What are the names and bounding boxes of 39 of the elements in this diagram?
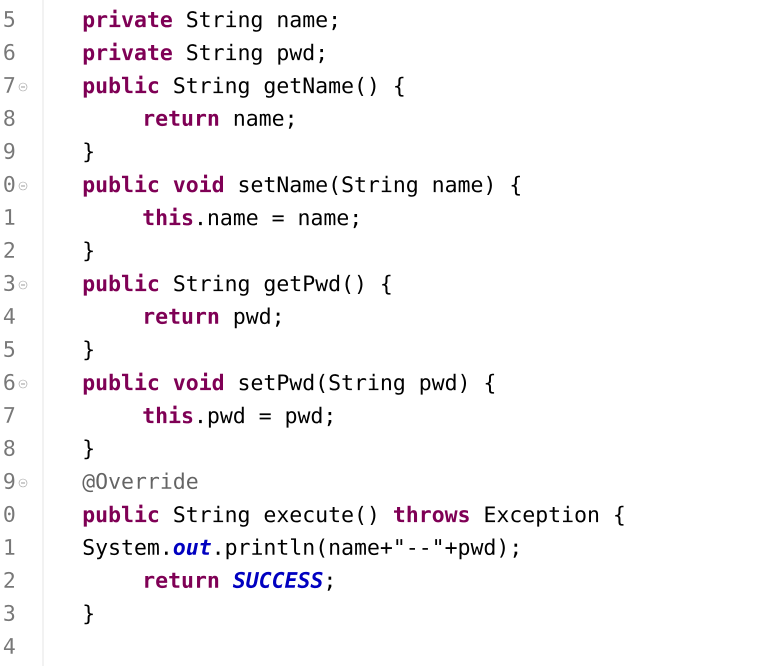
- line-number: 7: [4, 407, 14, 423]
- line-number: 4: [4, 308, 15, 324]
- line-number: 8: [4, 110, 14, 126]
- code-line: public void setName(String name) {: [84, 174, 520, 197]
- line-number: 9: [4, 472, 14, 490]
- line-number: 2: [4, 572, 14, 588]
- code-line: public String execute() throws Exception {: [84, 504, 624, 527]
- line-number: 8: [4, 440, 14, 456]
- line-number: 0: [4, 176, 14, 192]
- code-line: }: [84, 439, 93, 460]
- code-line: public String getName() {: [84, 76, 404, 98]
- code-line: }: [84, 142, 93, 162]
- line-number: 3: [4, 274, 14, 292]
- line-number: 9: [4, 142, 14, 160]
- line-number: 6: [4, 374, 14, 390]
- line-number: 0: [4, 506, 14, 522]
- code-line: return name;: [145, 110, 292, 129]
- code-line: System.out.println(name+"--"+pwd);: [84, 538, 518, 560]
- line-number: 1: [5, 209, 14, 225]
- code-line: private String pwd;: [84, 42, 324, 65]
- code-line: private String name;: [84, 10, 336, 32]
- code-line: public void setPwd(String pwd) {: [84, 372, 494, 395]
- line-number: 2: [4, 242, 14, 258]
- line-number: 4: [4, 638, 15, 654]
- code-line: }: [84, 241, 93, 262]
- code-line: }: [84, 604, 93, 624]
- code-line: }: [84, 340, 93, 360]
- line-number: 7: [4, 77, 14, 93]
- line-number: 5: [4, 341, 14, 358]
- code-line: this.name = name;: [143, 208, 358, 228]
- line-number: 6: [4, 44, 14, 60]
- line-number: 1: [5, 539, 14, 555]
- line-number: 3: [4, 604, 14, 622]
- code-line: return pwd;: [145, 307, 280, 328]
- code-line: return SUCCESS;: [145, 572, 332, 591]
- code-line: public String getPwd() {: [84, 274, 391, 296]
- code-line: this.pwd = pwd;: [143, 406, 332, 428]
- code-line: @Override: [82, 472, 198, 492]
- line-number: 5: [4, 11, 14, 28]
